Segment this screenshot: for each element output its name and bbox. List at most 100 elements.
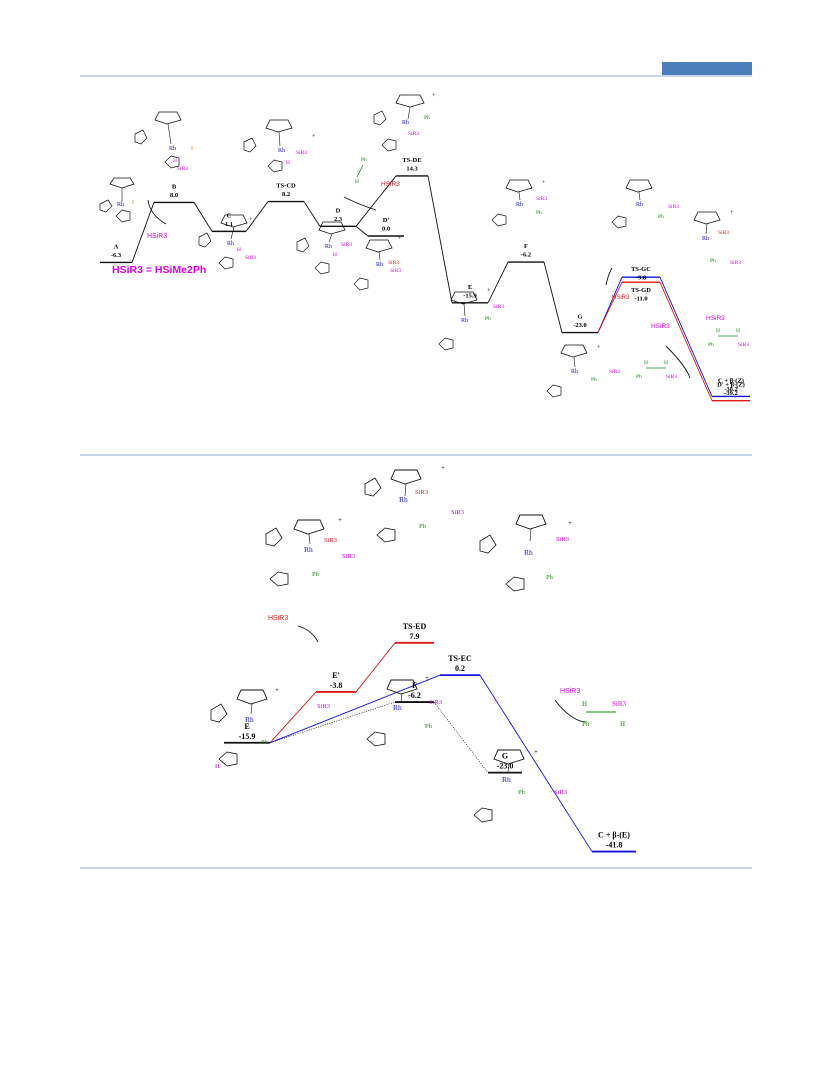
svg-text:+: + — [425, 674, 429, 682]
svg-text:+: + — [338, 516, 342, 524]
level-value-e: -15.9 — [239, 732, 256, 741]
svg-text:Rh: Rh — [169, 146, 176, 152]
svg-text:SiR3: SiR3 — [388, 260, 399, 266]
connector-ts-gd-d-z — [659, 282, 713, 401]
level-value-d: 2.3 — [334, 216, 343, 223]
level-label-f: F — [524, 243, 528, 250]
reagent-label: HSiR3 — [651, 323, 670, 330]
svg-text:SiR3: SiR3 — [324, 537, 337, 544]
panel-1-levels — [100, 175, 750, 402]
product-e-alkene: H SiR3 Ph H — [582, 700, 627, 728]
svg-text:H: H — [215, 763, 220, 770]
svg-text:Rh: Rh — [702, 236, 709, 242]
svg-text:Rh: Rh — [399, 495, 408, 504]
svg-text:I: I — [191, 146, 193, 152]
panel-2-levels — [224, 641, 636, 853]
level-label-c: C — [227, 212, 232, 219]
svg-text:SiR3: SiR3 — [554, 789, 567, 796]
svg-text:H: H — [716, 328, 720, 334]
svg-text:Ph: Ph — [518, 789, 526, 796]
level-value-a: -6.3 — [111, 252, 122, 259]
svg-text:Rh: Rh — [117, 202, 124, 208]
level-value-g: -23.0 — [573, 322, 587, 329]
svg-text:SiR3: SiR3 — [609, 369, 620, 375]
reagent-label: HSiR3 — [381, 181, 400, 188]
level-label-b: B — [172, 183, 177, 190]
svg-text:Rh: Rh — [376, 262, 383, 268]
level-value-ts-de: 14.3 — [406, 165, 418, 172]
complex-a: Rh I — [99, 177, 135, 223]
level-value-c-z: -38.2 — [724, 386, 738, 393]
level-value-g: -23.0 — [497, 762, 514, 771]
svg-text:Rh: Rh — [304, 545, 313, 554]
svg-text:Ph: Ph — [591, 377, 597, 383]
level-value-c: 1.1 — [225, 221, 233, 228]
connector-e-ts-ed — [355, 642, 396, 693]
svg-text:H: H — [237, 247, 241, 253]
complex-b: Rh H SiR3 I — [134, 111, 193, 172]
complex-g2: Rh Ph SiR3 + — [473, 748, 567, 823]
alkyne-reagent: Ph H — [355, 157, 367, 185]
level-label-g: G — [577, 314, 582, 321]
svg-text:+: + — [441, 464, 445, 472]
level-label-f: F — [412, 681, 417, 690]
arrow-icon — [147, 199, 167, 225]
svg-text:SiR3: SiR3 — [668, 204, 679, 210]
svg-text:+: + — [249, 217, 253, 223]
complex-e: Rh Ph SiR3 + — [438, 288, 504, 351]
svg-text:H: H — [644, 360, 648, 366]
svg-text:Ph: Ph — [425, 723, 433, 730]
level-value-ts-gc: -9.8 — [636, 275, 647, 282]
level-value-c-e: -41.8 — [606, 841, 623, 850]
complex-g: Rh Ph SiR3 + — [546, 344, 620, 398]
complex-c-below: Rh H SiR3 + — [198, 214, 256, 270]
svg-text:Rh: Rh — [245, 715, 254, 724]
svg-text:H: H — [582, 700, 587, 708]
svg-text:+: + — [487, 288, 491, 294]
svg-text:SiR3: SiR3 — [341, 242, 352, 248]
connector-e-ts-ec — [269, 674, 441, 744]
header-accent-bar — [662, 62, 752, 75]
svg-text:SiR3: SiR3 — [493, 304, 504, 310]
svg-text:SiR3: SiR3 — [245, 255, 256, 261]
svg-text:Ph: Ph — [536, 210, 542, 216]
svg-text:H: H — [736, 328, 740, 334]
svg-text:Rh: Rh — [227, 241, 234, 247]
level-label-ts-ec: TS-EC — [448, 654, 472, 663]
complex-ts-gd: Rh SiR3 SiR3 Ph + — [693, 210, 741, 266]
level-value-d: 0.0 — [382, 226, 390, 233]
complex-ts-gc: Rh SiR3 Ph — [611, 179, 679, 229]
reagent-label: HSiR3 — [268, 615, 288, 622]
level-label-ts-gc: TS-GC — [631, 266, 651, 273]
complex-ts-ed: Rh SiR3 SiR3 Ph + — [364, 464, 464, 543]
svg-text:Rh: Rh — [502, 775, 511, 784]
level-value-ts-gd: -11.0 — [634, 296, 647, 303]
svg-text:Ph: Ph — [312, 571, 320, 578]
svg-text:SiR3: SiR3 — [317, 703, 330, 710]
svg-text:I: I — [132, 200, 134, 206]
svg-text:Ph: Ph — [708, 342, 714, 348]
reagent-label: HSiR3 — [560, 688, 580, 695]
svg-text:+: + — [568, 519, 572, 527]
level-value-ts-ec: 0.2 — [455, 664, 465, 673]
svg-text:Rh: Rh — [402, 120, 409, 126]
level-label-ts-cd: TS-CD — [276, 183, 296, 190]
connector-b-c — [193, 202, 213, 232]
level-label-e: E — [244, 722, 249, 731]
level-label-e: E' — [332, 671, 340, 680]
connector-c-ts-cd — [245, 201, 269, 232]
connector-e-f — [487, 261, 509, 303]
svg-text:Ph: Ph — [546, 574, 554, 581]
complex-f: Rh SiR3 Ph + — [491, 179, 547, 227]
svg-text:H: H — [620, 720, 625, 728]
svg-text:Ph: Ph — [582, 720, 590, 728]
complex-e-prime: Rh SiR3 SiR3 Ph + — [265, 516, 355, 587]
svg-text:H: H — [664, 360, 668, 366]
product-z-alkene: H H Ph SiR3 — [708, 328, 749, 348]
panel-2: E-15.9E'-3.8TS-ED7.9F-6.2TS-EC0.2G-23.0C… — [210, 464, 636, 853]
svg-text:Ph: Ph — [636, 374, 642, 380]
arrow-icon — [605, 267, 613, 286]
